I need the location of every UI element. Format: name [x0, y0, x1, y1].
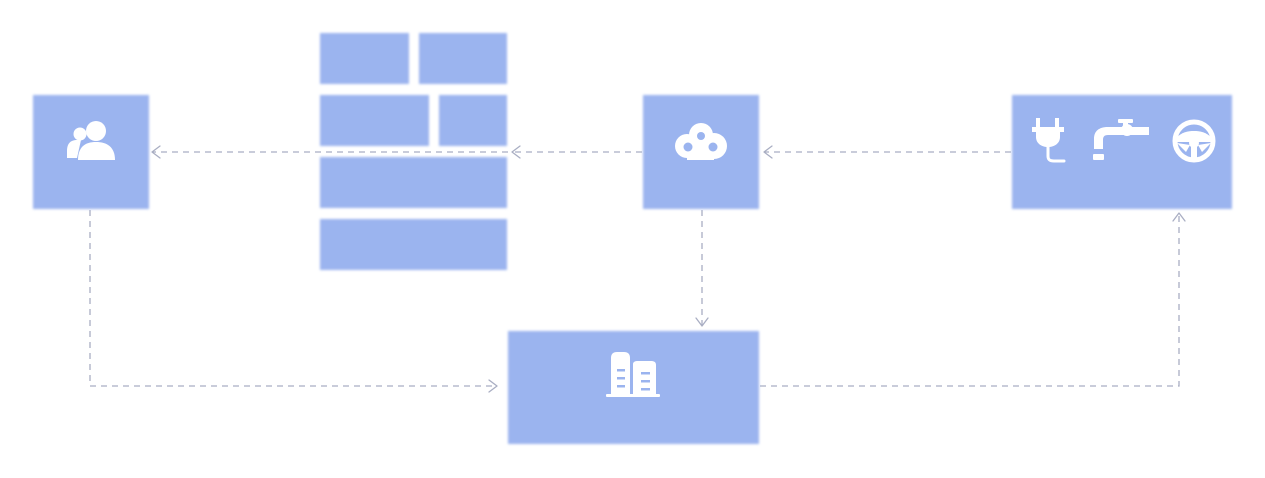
cloud-icon: [675, 123, 727, 160]
steering-wheel-icon: [1172, 119, 1216, 163]
arrowhead-into-buildings-left: [488, 379, 498, 393]
data-block: [320, 157, 507, 208]
connector-buildings-to-utilities: [760, 214, 1180, 387]
arrowhead-into-users: [151, 145, 161, 159]
data-block: [320, 33, 409, 84]
arrowhead-into-utilities: [1172, 212, 1186, 222]
connectors: [89, 145, 1186, 393]
data-block: [320, 95, 429, 146]
data-blocks: [320, 33, 507, 270]
arrowhead-into-cloud: [763, 145, 773, 159]
arrowhead-into-data-blocks: [511, 145, 521, 159]
data-block: [419, 33, 507, 84]
users-node: [33, 95, 149, 209]
data-block: [439, 95, 507, 146]
buildings-node: [508, 331, 759, 444]
connector-users-to-buildings: [89, 210, 496, 387]
office-buildings-icon: [606, 352, 660, 397]
water-tap-icon: [1093, 119, 1149, 160]
utilities-node: [1012, 95, 1232, 209]
users-icon: [67, 121, 115, 160]
cloud-node: [643, 95, 759, 209]
power-plug-icon: [1032, 118, 1066, 163]
arrowhead-into-buildings-top: [695, 317, 709, 327]
data-block: [320, 219, 507, 270]
